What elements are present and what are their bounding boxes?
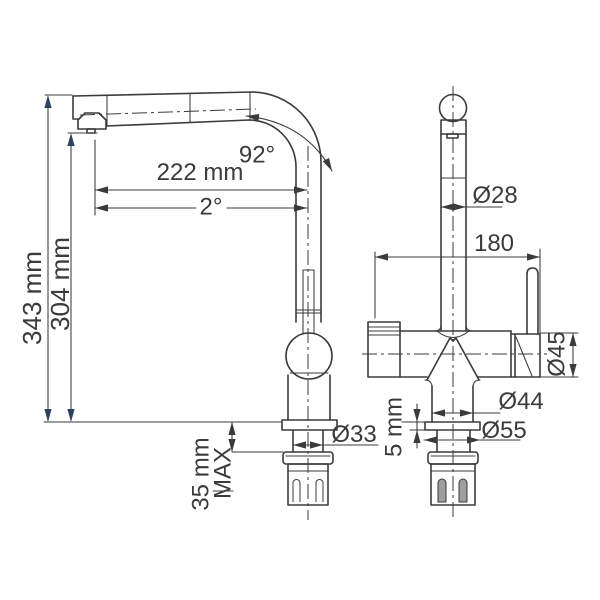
aerator-block [367, 321, 401, 378]
lever-handle [526, 267, 539, 335]
dimensions: 343 mm 304 mm 222 mm 2° 92° Ø33 35 mm [17, 94, 579, 511]
label-base-top-diameter: Ø44 [498, 388, 543, 415]
label-base-flange-diameter: Ø55 [481, 417, 526, 444]
label-height-to-spout: 304 mm [45, 237, 75, 331]
label-tilt-angle: 2° [200, 194, 223, 221]
ball-joint-body [285, 332, 333, 380]
side-view-faucet [72, 91, 338, 506]
label-spout-angle: 92° [239, 142, 275, 169]
label-deck-max-value: 35 mm [188, 437, 215, 510]
label-deck-max-word: MAX [210, 447, 237, 499]
centerlines [79, 86, 547, 520]
label-body-diameter: Ø45 [544, 331, 571, 376]
front-view-faucet [367, 93, 541, 506]
label-height-total: 343 mm [17, 251, 47, 345]
spray-head [77, 112, 107, 130]
label-handle-span: 180 [474, 230, 514, 257]
label-flange-thickness: 5 mm [381, 397, 408, 457]
label-pipe-diameter: Ø28 [472, 182, 517, 209]
label-spout-reach: 222 mm [157, 159, 244, 186]
label-shank-diameter: Ø33 [331, 421, 376, 448]
